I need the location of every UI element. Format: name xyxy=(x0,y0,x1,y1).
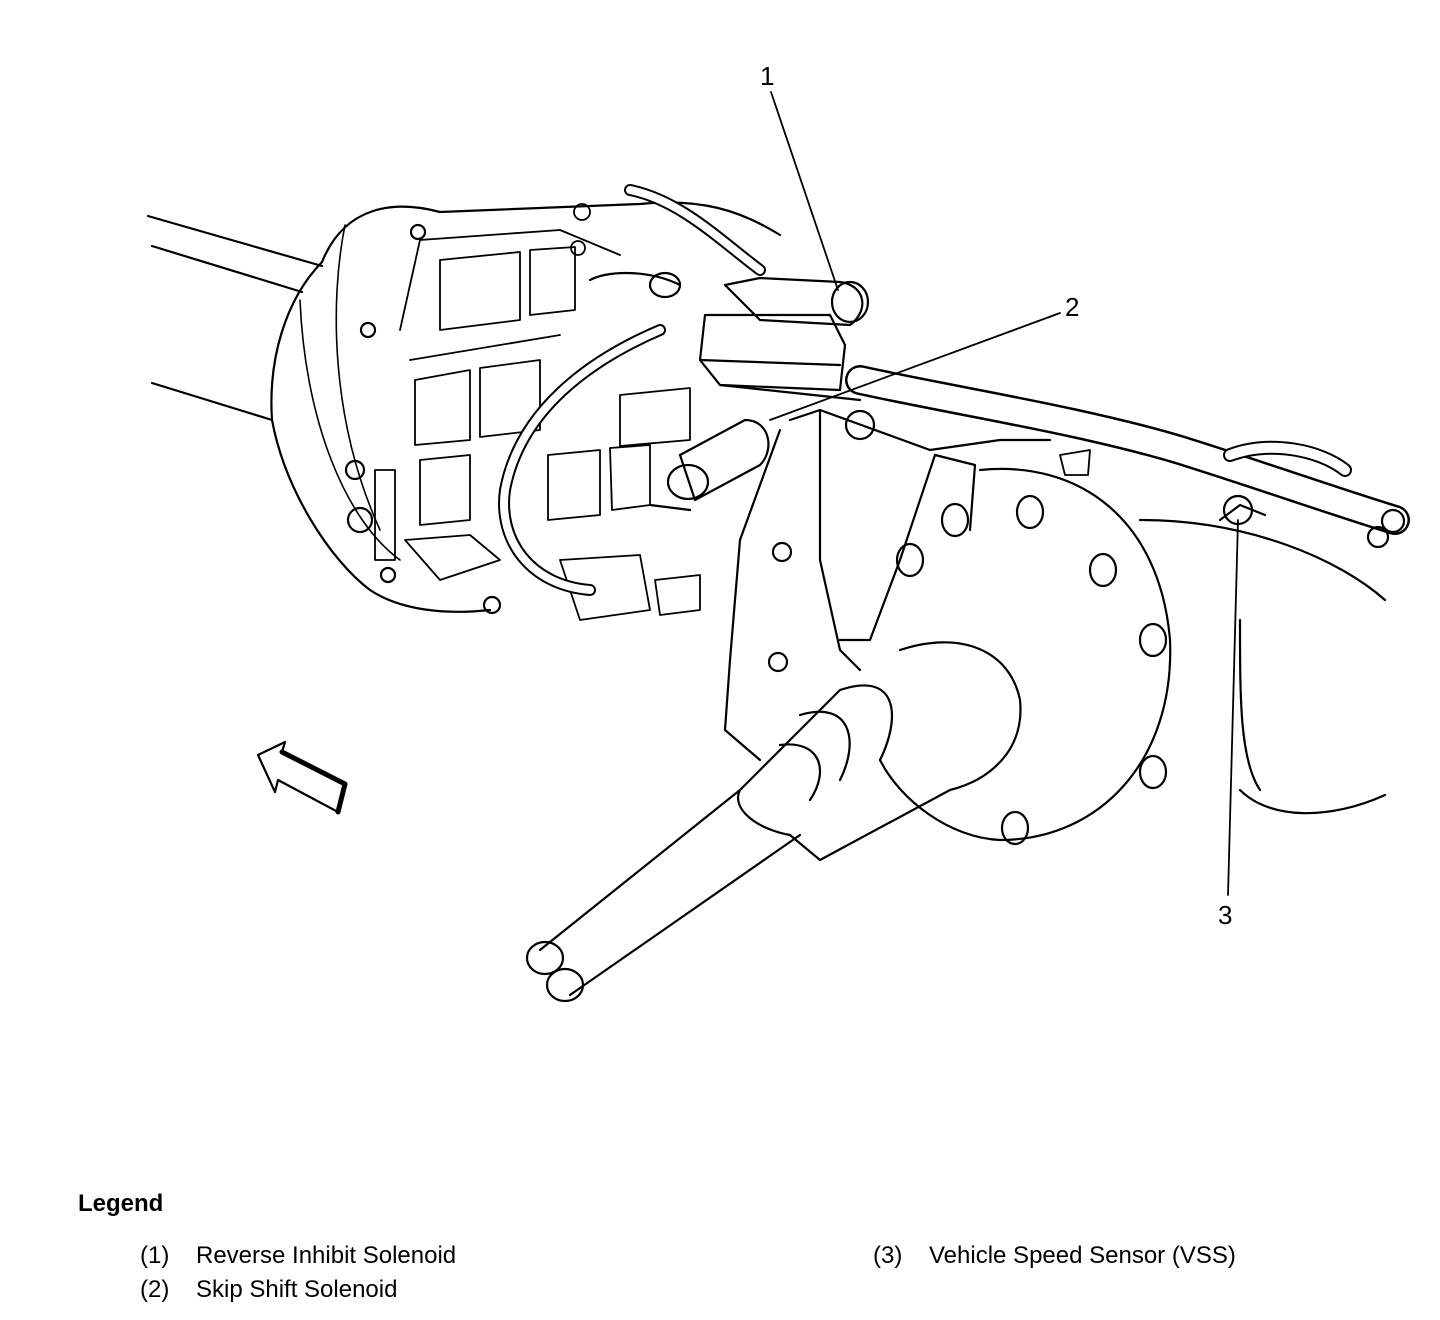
transmission-case xyxy=(374,203,701,621)
callout-3: 3 xyxy=(1218,900,1232,930)
skip-shift-solenoid xyxy=(648,313,876,512)
callout-1: 1 xyxy=(760,61,774,91)
callout-2: 2 xyxy=(1065,292,1079,322)
legend-item-2: (2) Skip Shift Solenoid xyxy=(140,1276,397,1304)
transmission-illustration: 1 2 3 xyxy=(146,61,1410,1003)
wiring-harness xyxy=(498,184,1410,596)
legend-item-3: (3) Vehicle Speed Sensor (VSS) xyxy=(873,1242,1236,1270)
legend-item-number: (3) xyxy=(873,1242,903,1269)
callout-leaders xyxy=(769,91,1239,896)
legend-item-label: Vehicle Speed Sensor (VSS) xyxy=(929,1242,1236,1269)
legend-item-1: (1) Reverse Inhibit Solenoid xyxy=(140,1242,456,1270)
legend-title: Legend xyxy=(78,1190,164,1217)
extension-housing xyxy=(723,408,1052,762)
differential-housing xyxy=(878,467,1387,846)
legend-item-label: Skip Shift Solenoid xyxy=(196,1276,398,1303)
bell-housing xyxy=(270,201,782,615)
front-direction-arrow xyxy=(256,740,348,815)
output-shaft xyxy=(525,641,1022,1003)
legend-item-number: (1) xyxy=(140,1242,170,1269)
reverse-inhibit-solenoid xyxy=(588,271,870,327)
legend-item-number: (2) xyxy=(140,1276,170,1303)
legend-item-label: Reverse Inhibit Solenoid xyxy=(196,1242,457,1269)
input-shaft-lines xyxy=(146,214,324,422)
